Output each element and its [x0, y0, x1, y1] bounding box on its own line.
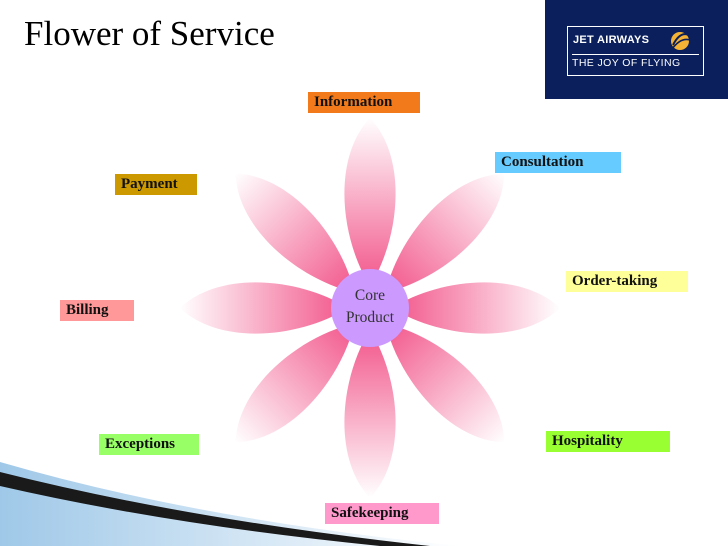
label-information: Information [308, 92, 420, 113]
label-exceptions: Exceptions [99, 434, 199, 455]
core-product-label: Core Product [330, 285, 410, 329]
core-line2: Product [330, 307, 410, 329]
label-safekeeping: Safekeeping [325, 503, 439, 524]
petal-order-taking [392, 282, 560, 333]
petal-billing [180, 282, 348, 333]
label-payment: Payment [115, 174, 197, 195]
label-order-taking: Order-taking [566, 271, 688, 292]
label-billing: Billing [60, 300, 134, 321]
core-line1: Core [330, 285, 410, 307]
label-consultation: Consultation [495, 152, 621, 173]
petal-safekeeping [344, 330, 395, 498]
label-hospitality: Hospitality [546, 431, 670, 452]
petal-information [344, 118, 395, 286]
